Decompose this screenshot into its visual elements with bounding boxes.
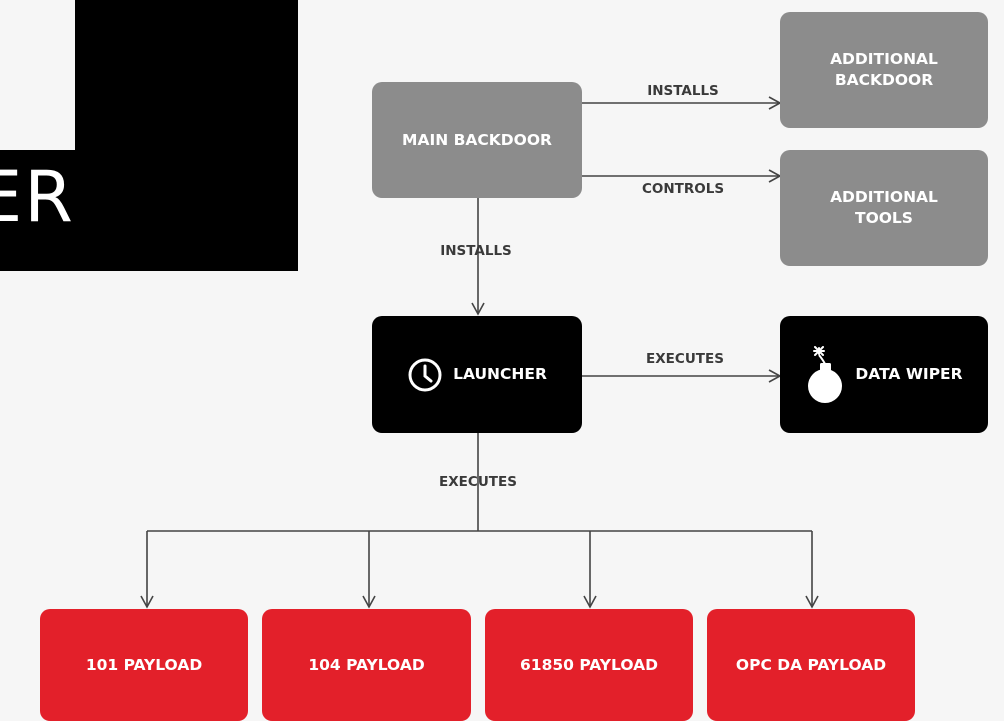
data-wiper-label: DATA WIPER [855,365,963,384]
payload-opc-da-node: OPC DA PAYLOAD [707,609,915,721]
additional-tools-node: ADDITIONAL TOOLS [780,150,988,266]
additional-backdoor-label: ADDITIONAL BACKDOOR [830,50,938,89]
payload-104-node: 104 PAYLOAD [262,609,471,721]
launcher-label: LAUNCHER [453,365,547,384]
payload-61850-label: 61850 PAYLOAD [520,655,658,674]
payload-104-label: 104 PAYLOAD [308,655,425,674]
payload-101-node: 101 PAYLOAD [40,609,248,721]
payload-61850-node: 61850 PAYLOAD [485,609,693,721]
data-wiper-node: DATA WIPER [780,316,988,433]
logo-notch [0,0,75,150]
additional-backdoor-node: ADDITIONAL BACKDOOR [780,12,988,128]
additional-tools-label: ADDITIONAL TOOLS [830,188,938,227]
payload-101-label: 101 PAYLOAD [85,655,203,674]
logo-block: ER [0,0,298,271]
edge-label-executes-wiper: EXECUTES [646,351,724,367]
payload-opc-da-label: OPC DA PAYLOAD [735,655,887,674]
clock-icon [407,357,443,393]
bomb-icon [805,345,845,404]
launcher-node: LAUNCHER [372,316,582,433]
main-backdoor-node: MAIN BACKDOOR [372,82,582,198]
edge-label-installs-backdoor: INSTALLS [647,83,719,99]
main-backdoor-label: MAIN BACKDOOR [402,130,552,149]
edge-label-executes-payloads: EXECUTES [439,474,517,490]
edge-label-installs-launcher: INSTALLS [440,243,512,259]
logo-text: ER [0,156,75,238]
edge-label-controls: CONTROLS [641,181,725,197]
